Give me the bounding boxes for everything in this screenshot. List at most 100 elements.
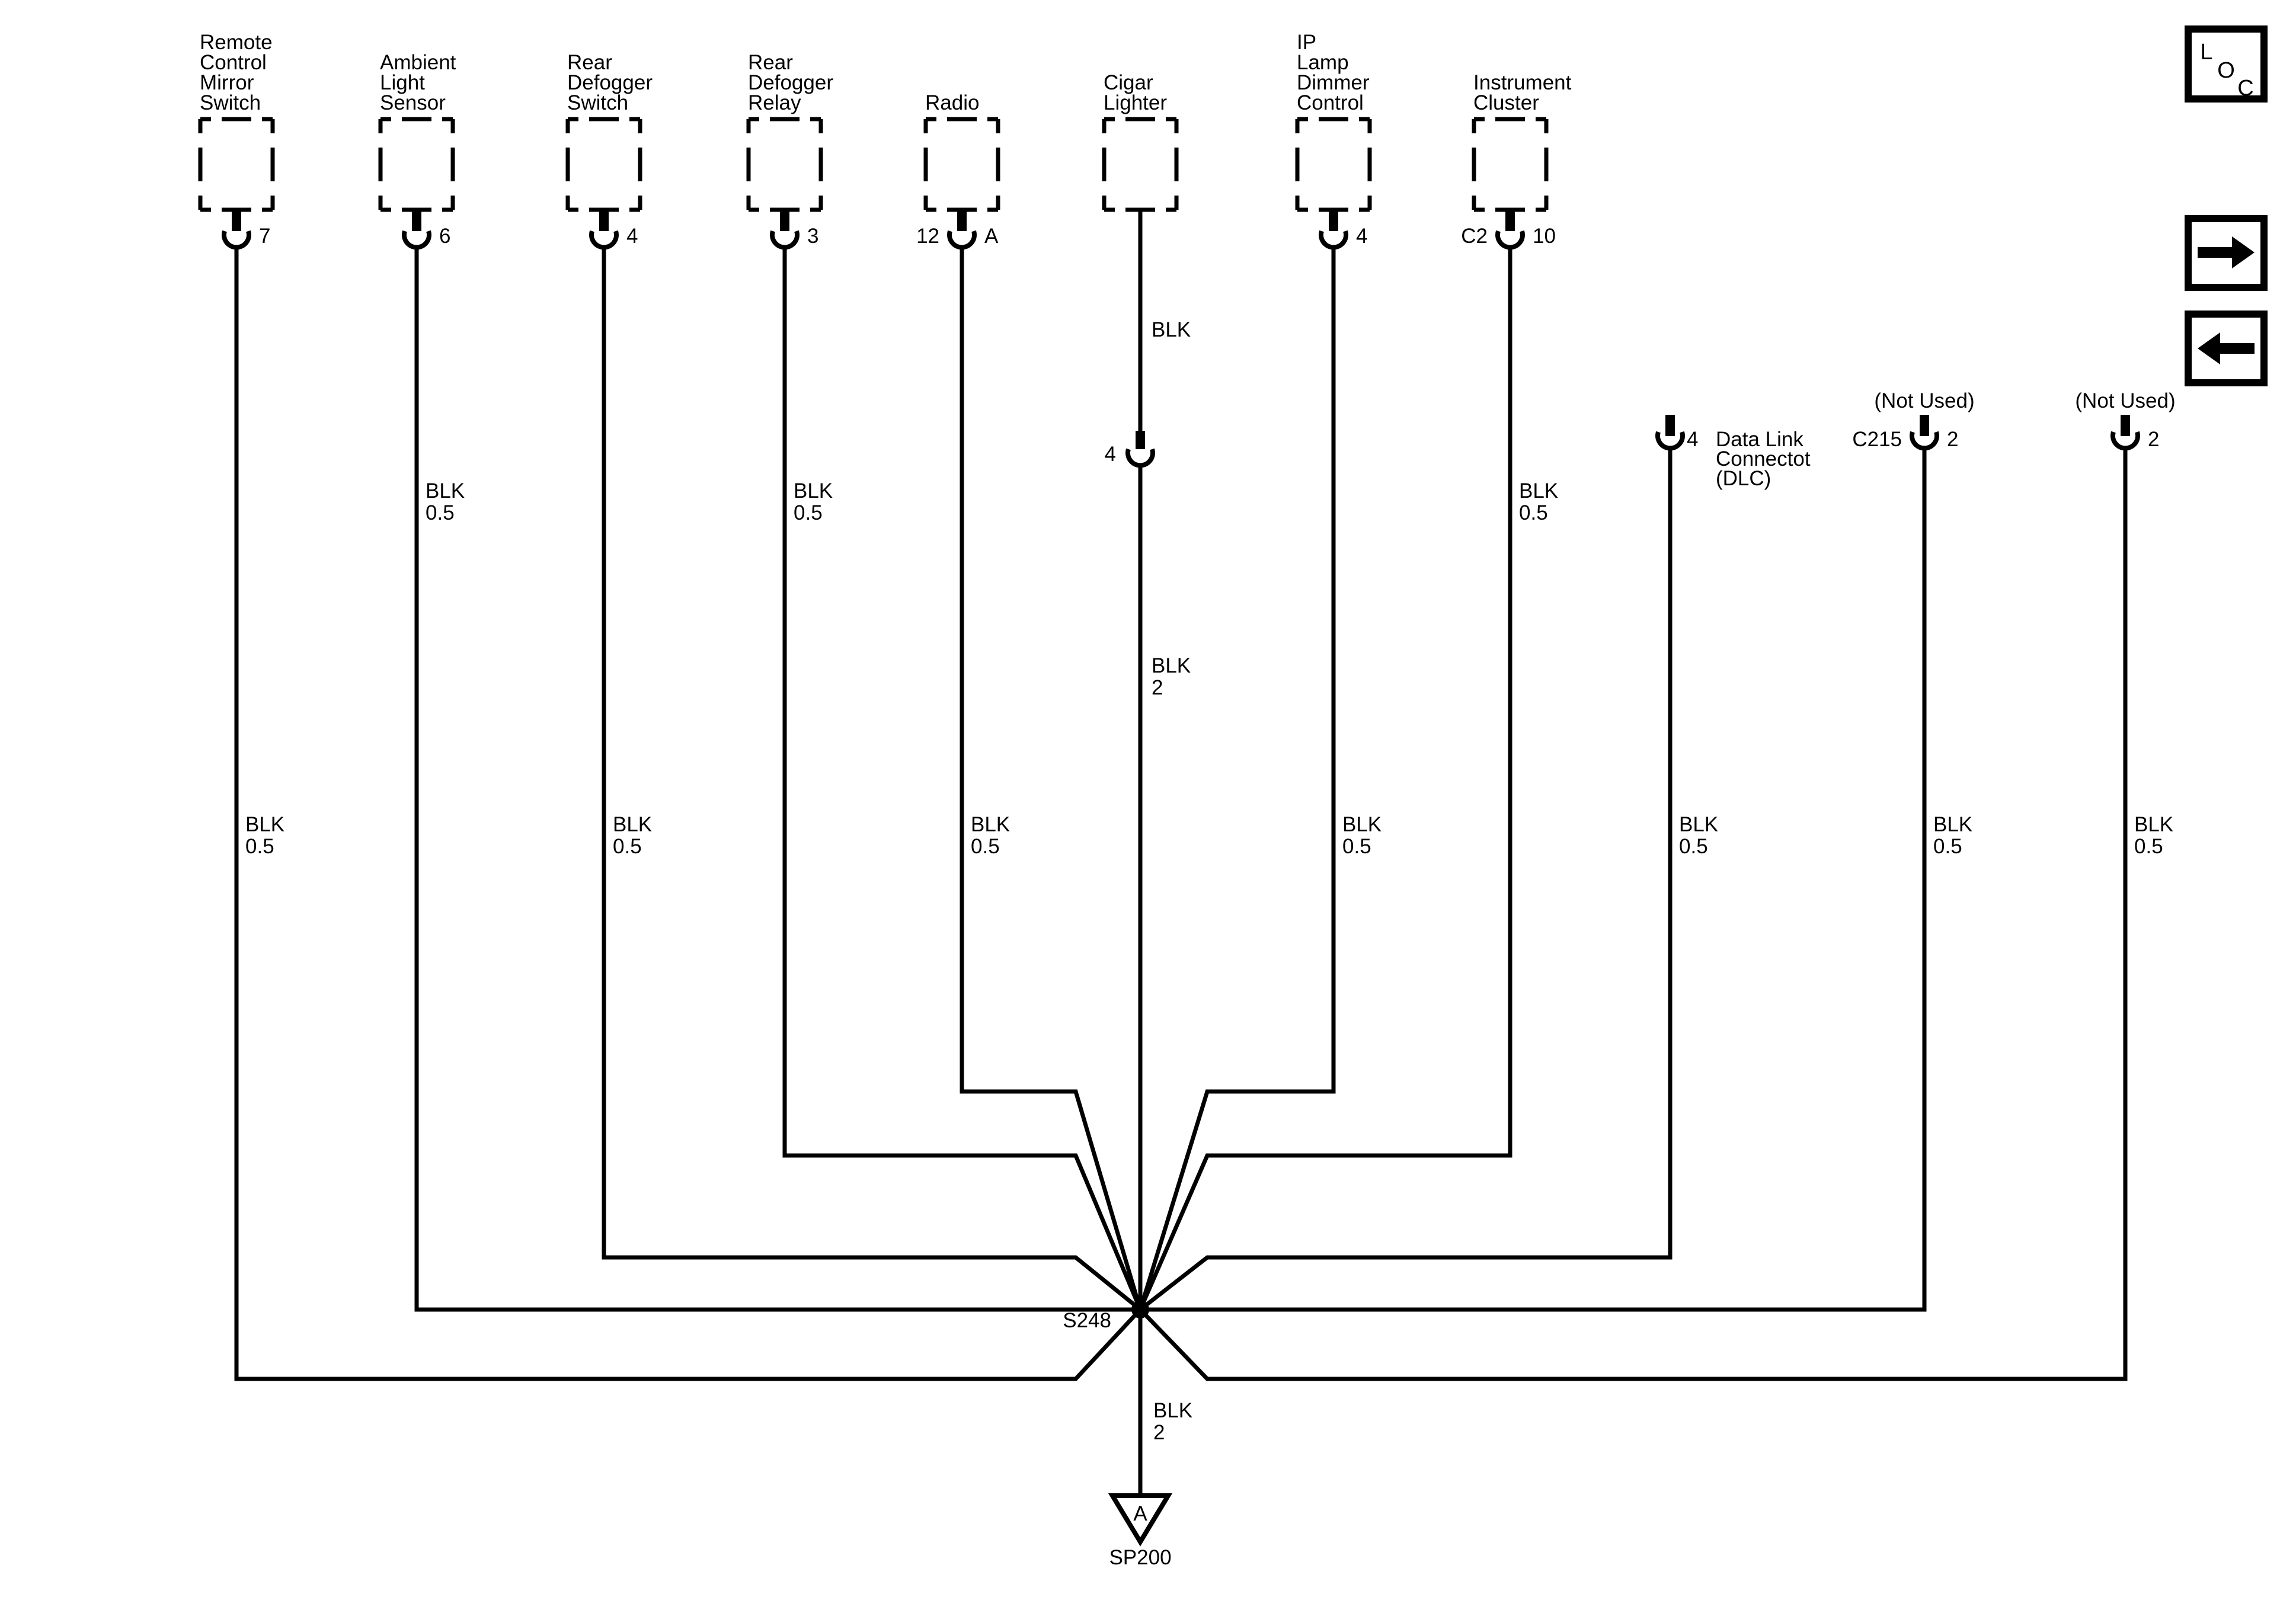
not-used-note: (Not Used)	[2075, 389, 2175, 412]
arrow-right-icon	[2198, 236, 2255, 268]
pin-stub	[1505, 210, 1515, 231]
component-label: Defogger	[567, 71, 653, 94]
wire-gauge-label: 0.5	[426, 501, 455, 524]
component-ip-lamp-dimmer-control: IP Lamp Dimmer Control 4 BLK 0.5	[1295, 31, 1382, 858]
wire-instrument-cluster	[1138, 247, 1512, 1311]
loc-button[interactable]: L O C	[2185, 25, 2268, 103]
wire-color-label: BLK	[1933, 813, 1972, 836]
wire-gauge-label: 0.5	[1933, 835, 1962, 858]
loc-box[interactable]	[2185, 25, 2268, 103]
wire-radio	[960, 247, 1143, 1310]
pin-number: 2	[1947, 428, 1958, 451]
wire-color-label: BLK	[1152, 654, 1191, 677]
wire-color-label: BLK	[2134, 813, 2173, 836]
pin-stub	[780, 210, 789, 231]
pin-number-right: 10	[1533, 225, 1556, 248]
ground-id-label: A	[1133, 1502, 1147, 1525]
pin-stub	[1920, 415, 1929, 436]
pin-number-left: 4	[1105, 443, 1116, 466]
component-label: Lighter	[1104, 91, 1167, 114]
wire-gauge-label: 0.5	[971, 835, 1000, 858]
connector-cup-icon	[947, 230, 977, 250]
wire-gauge-label: 2	[1152, 676, 1163, 699]
component-label: Control	[1297, 91, 1364, 114]
pin-number: 3	[807, 225, 818, 248]
component-label: Rear	[567, 51, 612, 74]
wire-gauge-label: 0.5	[613, 835, 642, 858]
connector-cup-icon	[402, 230, 431, 250]
pin-number: 4	[1356, 225, 1367, 248]
wire-color-label: BLK	[426, 479, 465, 502]
wire-color-label: BLK	[1342, 813, 1382, 836]
pin-number-left: 12	[916, 225, 939, 248]
splice-s248: S248 BLK 2	[1063, 1301, 1192, 1444]
wire-color-label: BLK	[245, 813, 284, 836]
connector-cup-icon	[1495, 230, 1525, 250]
splice-label: S248	[1063, 1309, 1111, 1332]
wire-rear-defogger-switch	[602, 247, 1142, 1311]
connector-cup-icon	[1655, 431, 1685, 451]
pin-connector-left: C2	[1461, 225, 1488, 248]
pin-number: 4	[1687, 428, 1698, 451]
wire-not-used-right	[1139, 448, 2128, 1381]
wire-gauge-label: 0.5	[794, 501, 823, 524]
component-label: Cigar	[1104, 71, 1153, 94]
previous-page-box[interactable]	[2185, 311, 2268, 386]
pin-stub	[232, 210, 241, 231]
wire-ambient-light-sensor	[414, 247, 1140, 1312]
wire-color-label: BLK	[794, 479, 833, 502]
wire-color-label: BLK	[1152, 318, 1191, 341]
wire-color-label: BLK	[613, 813, 652, 836]
wire-gauge-label: 0.5	[1519, 501, 1548, 524]
component-label: Dimmer	[1297, 71, 1370, 94]
next-page-box[interactable]	[2185, 215, 2268, 291]
connector-label: Connectot	[1716, 447, 1811, 470]
component-label: Cluster	[1473, 91, 1539, 114]
pin-number-right: A	[984, 225, 999, 248]
pin-number: 2	[2148, 428, 2159, 451]
connector-cup-icon	[1910, 431, 1939, 451]
loc-letter-o: O	[2217, 58, 2235, 83]
loc-letter-c: C	[2237, 76, 2253, 101]
next-page-button[interactable]	[2185, 215, 2268, 291]
wire-gauge-label: 0.5	[1679, 835, 1708, 858]
wire-rear-defogger-relay	[782, 247, 1143, 1311]
wire-remote-control-mirror-switch	[234, 247, 1142, 1381]
component-remote-control-mirror-switch: Remote Control Mirror Switch 7 BLK 0.5	[198, 31, 284, 858]
pin-stub	[1136, 431, 1145, 449]
wire-gauge-label: 2	[1153, 1421, 1165, 1444]
previous-page-button[interactable]	[2185, 311, 2268, 386]
loc-letter-l: L	[2200, 40, 2212, 65]
ground-triangle-icon	[1108, 1493, 1173, 1547]
component-radio: Radio 12 A BLK 0.5	[916, 91, 1010, 858]
ground-label: SP200	[1109, 1546, 1171, 1569]
pin-stub	[2121, 415, 2130, 436]
ground-sp200: A SP200	[1108, 1493, 1173, 1569]
component-label: Switch	[567, 91, 628, 114]
wire-gauge-label: 0.5	[1342, 835, 1371, 858]
connector-cup-icon	[589, 230, 619, 250]
connector-label: (DLC)	[1716, 467, 1771, 490]
component-label: IP	[1297, 31, 1316, 54]
pin-stub	[1329, 210, 1338, 231]
component-label: Light	[380, 71, 425, 94]
component-label: Radio	[925, 91, 979, 114]
connector-cup-icon	[1319, 230, 1348, 250]
not-used-note: (Not Used)	[1874, 389, 1974, 412]
wire-color-label: BLK	[1153, 1399, 1192, 1422]
pin-stub	[957, 210, 967, 231]
component-label: Remote	[200, 31, 273, 54]
wire-data-link-connector	[1139, 448, 1673, 1311]
wire-color-label: BLK	[971, 813, 1010, 836]
connector-label: Data Link	[1716, 428, 1803, 451]
pin-stub	[412, 210, 421, 231]
connector-id: C215	[1852, 428, 1902, 451]
component-label: Control	[200, 51, 267, 74]
wire-c215	[1140, 448, 1927, 1312]
pin-number: 7	[259, 225, 270, 248]
component-label: Relay	[748, 91, 801, 114]
component-label: Defogger	[748, 71, 833, 94]
inline-connector: 4 BLK 2	[1105, 431, 1191, 699]
